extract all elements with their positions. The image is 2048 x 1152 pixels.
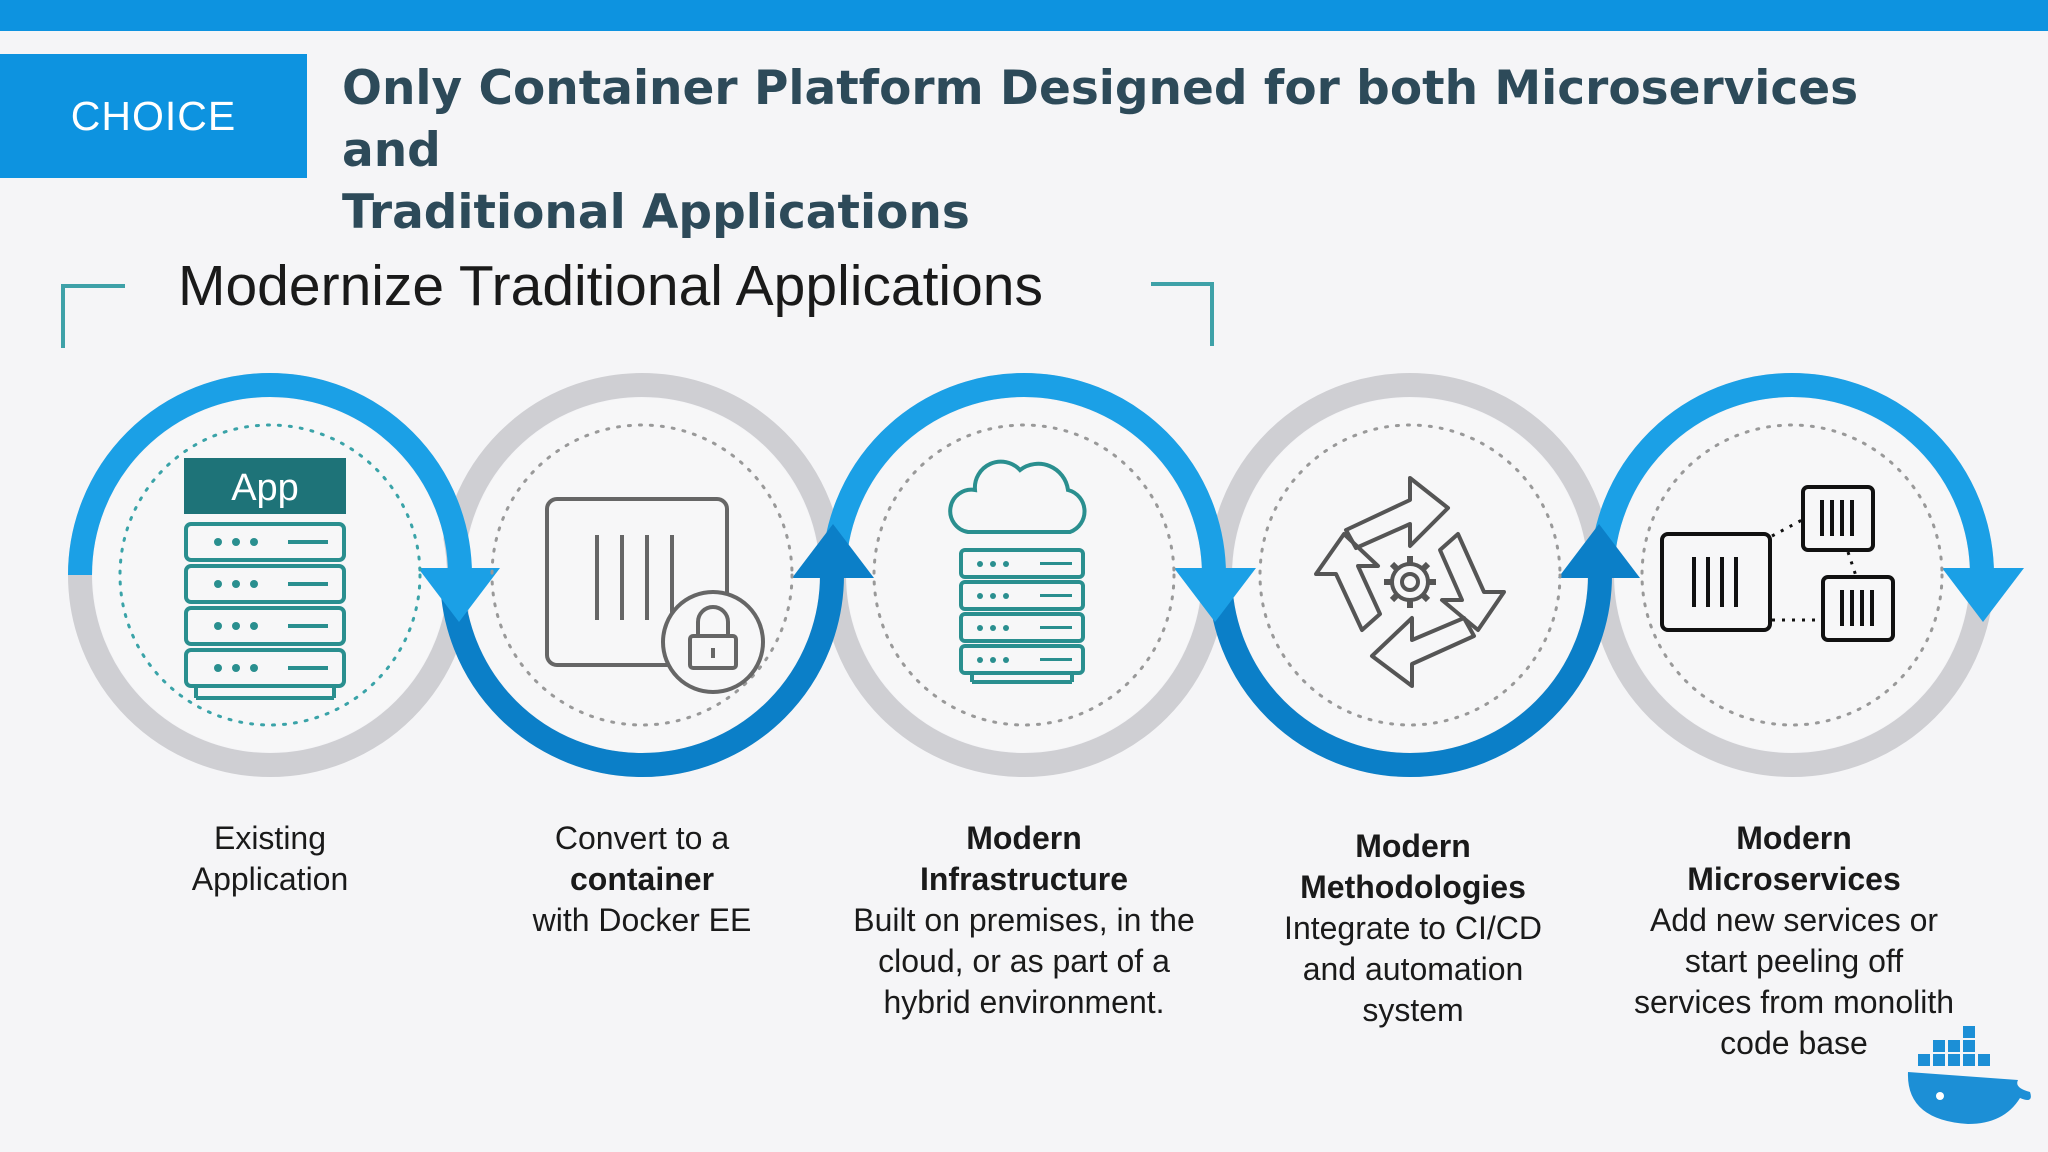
page-title: Only Container Platform Designed for bot… — [342, 58, 1902, 244]
page-title-line-1: Only Container Platform Designed for bot… — [342, 61, 1859, 178]
step-4-line-2: and automation — [1302, 951, 1524, 987]
step-5-heading-1: Modern — [1736, 820, 1852, 856]
docker-whale-logo — [1907, 1026, 2031, 1124]
step-3-heading-1: Modern — [966, 820, 1082, 856]
step-4-heading-2: Methodologies — [1300, 869, 1526, 905]
step-5-line-2: start peeling off — [1684, 943, 1904, 979]
step-2-line-3: with Docker EE — [532, 902, 752, 938]
blue-arc-2 — [440, 574, 844, 777]
step-2-bold: container — [569, 861, 715, 897]
page-title-line-2: Traditional Applications — [342, 185, 970, 240]
cycle-arrows-gear-icon — [1314, 476, 1506, 688]
cloud-server-icon — [948, 459, 1087, 684]
locked-container-icon — [545, 497, 765, 694]
step-3-heading-2: Infrastructure — [919, 861, 1129, 897]
arrowhead-down-3 — [1174, 568, 1256, 622]
arrowhead-up-2 — [792, 524, 874, 578]
step-5-line-1: Add new services or — [1649, 902, 1939, 938]
step-5-label: Modern Microservices Add new services or… — [1604, 818, 1984, 1064]
step-4-line-1: Integrate to CI/CD — [1284, 910, 1542, 946]
choice-badge: CHOICE — [0, 54, 307, 178]
step-3-label: Modern Infrastructure Built on premises,… — [834, 818, 1214, 1023]
app-server-icon: App — [184, 458, 346, 700]
step-3-line-2: cloud, or as part of a — [878, 943, 1170, 979]
step-1-line-2: Application — [191, 861, 349, 897]
step-4-line-3: system — [1362, 992, 1464, 1028]
step-3-line-3: hybrid environment. — [883, 984, 1165, 1020]
blue-arc-3 — [822, 373, 1226, 576]
step-2-label: Convert to a container with Docker EE — [452, 818, 832, 941]
arrowhead-down-1 — [418, 568, 500, 622]
step-5-line-4: code base — [1720, 1025, 1868, 1061]
arrowhead-down-5 — [1942, 568, 2024, 622]
app-chip-label: App — [231, 467, 299, 509]
blue-arc-4 — [1208, 574, 1612, 777]
section-title: Modernize Traditional Applications — [178, 254, 1043, 318]
step-1-line-1: Existing — [213, 820, 327, 856]
step-3-line-1: Built on premises, in the — [853, 902, 1195, 938]
microservices-icon — [1660, 485, 1895, 642]
step-4-label: Modern Methodologies Integrate to CI/CD … — [1223, 826, 1603, 1031]
arrowhead-up-4 — [1558, 524, 1640, 578]
left-corner-bracket — [61, 284, 125, 348]
step-2-line-1: Convert to a — [554, 820, 730, 856]
step-4-heading-1: Modern — [1355, 828, 1471, 864]
blue-arc-1 — [68, 373, 472, 576]
top-accent-bar — [0, 0, 2048, 31]
step-5-line-3: services from monolith — [1633, 984, 1955, 1020]
step-5-heading-2: Microservices — [1687, 861, 1901, 897]
blue-arc-5 — [1590, 373, 1994, 576]
step-1-label: Existing Application — [80, 818, 460, 900]
right-corner-bracket — [1151, 282, 1214, 346]
